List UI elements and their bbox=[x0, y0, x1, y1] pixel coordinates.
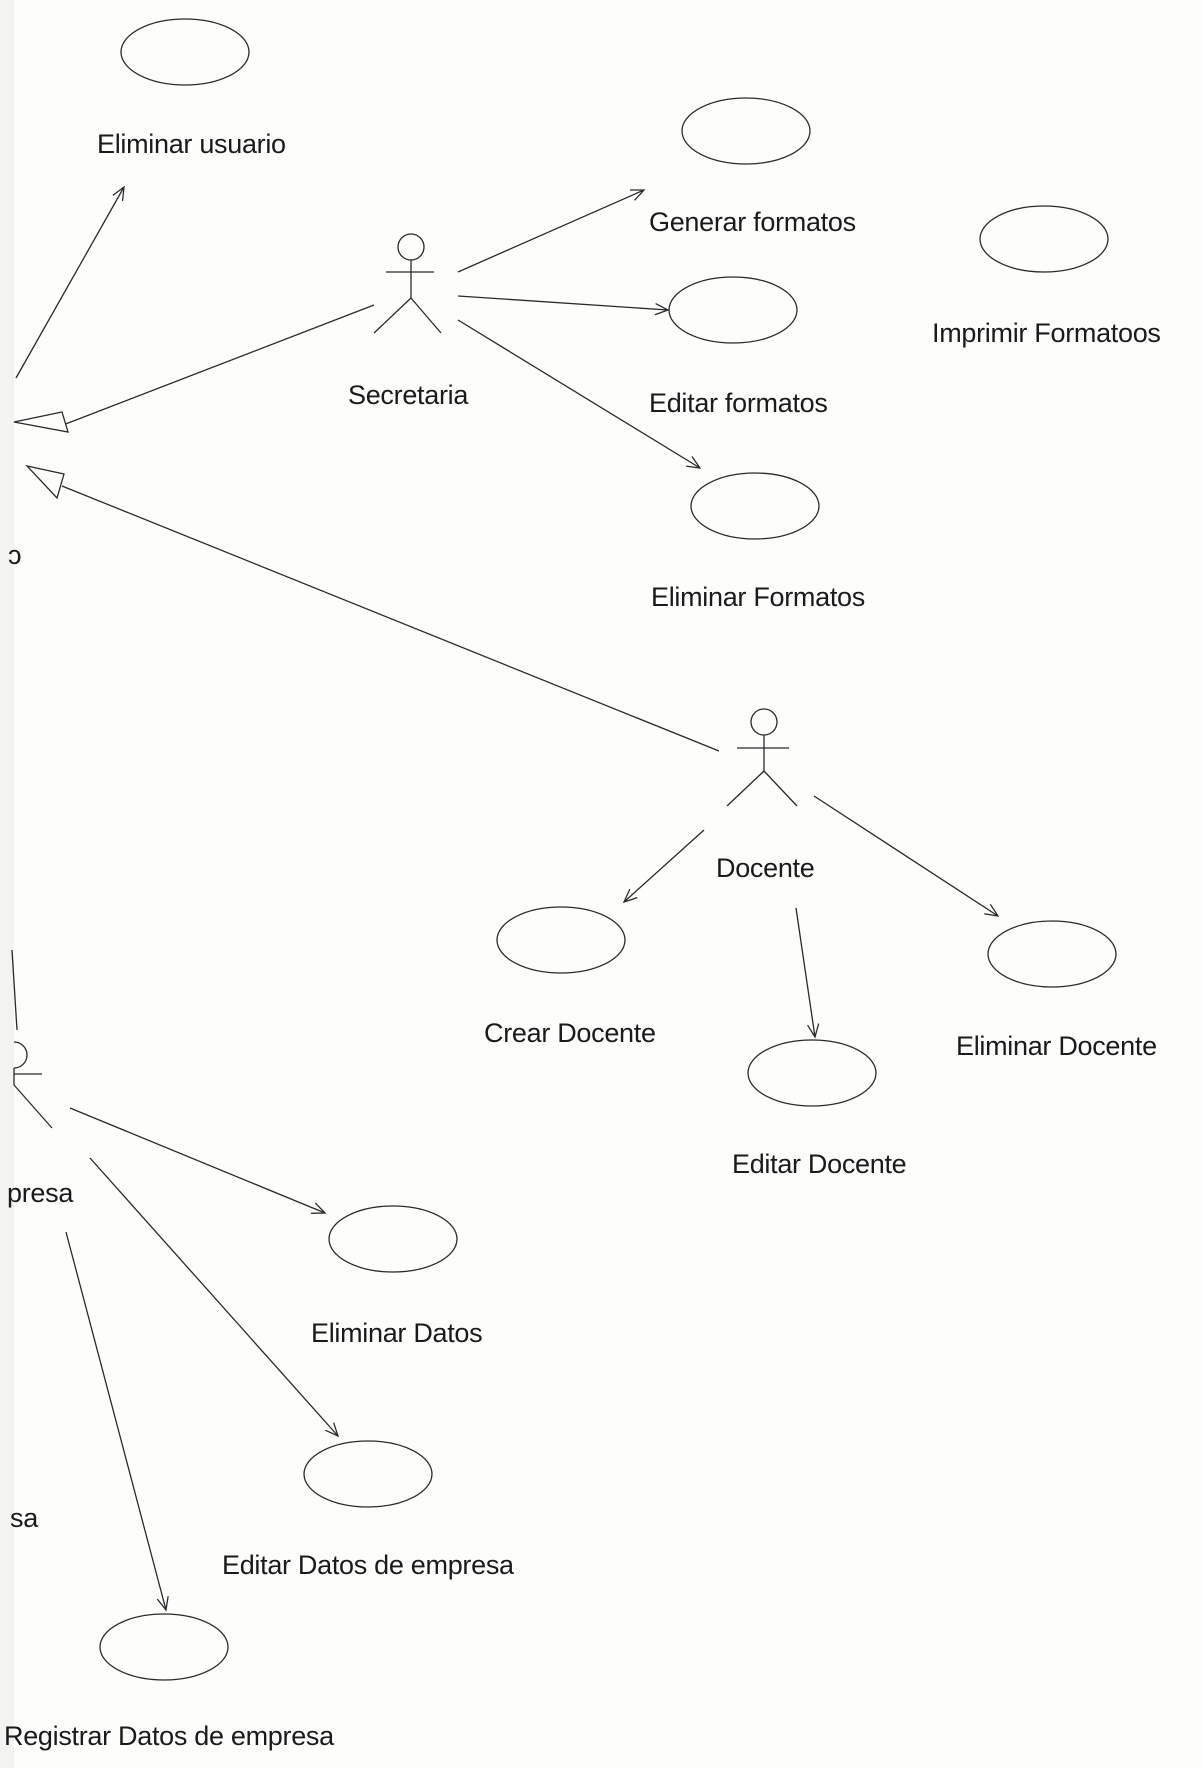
association-editar-formatos bbox=[457, 295, 670, 316]
association-eliminar-datos bbox=[69, 1107, 327, 1214]
label-actor-empresa: presa bbox=[7, 1178, 74, 1208]
actor-empresa-figure bbox=[13, 1041, 53, 1129]
generalization-docente bbox=[61, 485, 720, 752]
association-empresa-top bbox=[11, 949, 18, 1031]
usecase-eliminar-formatos bbox=[690, 472, 820, 540]
label-editar-docente: Editar Docente bbox=[732, 1149, 907, 1179]
generalization-secretaria bbox=[62, 304, 375, 426]
usecase-eliminar-datos bbox=[328, 1205, 458, 1273]
label-generar-formatos: Generar formatos bbox=[649, 207, 856, 237]
usecase-editar-docente bbox=[747, 1039, 877, 1107]
usecase-crear-docente bbox=[496, 906, 626, 974]
actor-docente-figure bbox=[726, 708, 798, 807]
left-margin-strip bbox=[0, 0, 14, 1768]
label-eliminar-datos: Eliminar Datos bbox=[311, 1318, 483, 1348]
label-eliminar-docente: Eliminar Docente bbox=[956, 1031, 1157, 1061]
label-editar-datos-empresa: Editar Datos de empresa bbox=[222, 1550, 514, 1580]
association-eliminar-usuario bbox=[15, 185, 125, 379]
association-eliminar-docente bbox=[813, 795, 1000, 917]
usecase-eliminar-usuario bbox=[120, 18, 250, 86]
label-actor-secretaria: Secretaria bbox=[348, 380, 469, 410]
usecase-editar-formatos bbox=[668, 276, 798, 344]
association-editar-datos-empresa bbox=[89, 1157, 340, 1438]
association-editar-docente bbox=[795, 907, 820, 1039]
label-editar-formatos: Editar formatos bbox=[649, 388, 828, 418]
generalization-triangle-1 bbox=[13, 411, 69, 433]
usecase-registrar-datos-empresa bbox=[99, 1613, 229, 1681]
label-actor-docente: Docente bbox=[716, 853, 815, 883]
association-registrar-datos-empresa bbox=[65, 1231, 169, 1612]
label-imprimir-formatos: Imprimir Formatoos bbox=[932, 318, 1161, 348]
label-eliminar-formatos: Eliminar Formatos bbox=[651, 582, 865, 612]
association-eliminar-formatos bbox=[457, 319, 702, 469]
usecase-editar-datos-empresa bbox=[303, 1440, 433, 1508]
label-crear-docente: Crear Docente bbox=[484, 1018, 656, 1048]
usecase-generar-formatos bbox=[681, 97, 811, 165]
label-eliminar-usuario: Eliminar usuario bbox=[97, 129, 286, 159]
label-registrar-datos-empresa: Registrar Datos de empresa bbox=[4, 1721, 334, 1751]
association-crear-docente bbox=[622, 829, 705, 904]
label-fragment-sa: sa bbox=[10, 1503, 38, 1533]
usecase-imprimir-formatos bbox=[979, 205, 1109, 273]
generalization-triangle-2 bbox=[25, 464, 65, 500]
actor-secretaria-figure bbox=[373, 233, 442, 334]
label-fragment-o: ɔ bbox=[8, 540, 22, 570]
usecase-eliminar-docente bbox=[987, 920, 1117, 988]
association-generar-formatos bbox=[457, 189, 646, 273]
